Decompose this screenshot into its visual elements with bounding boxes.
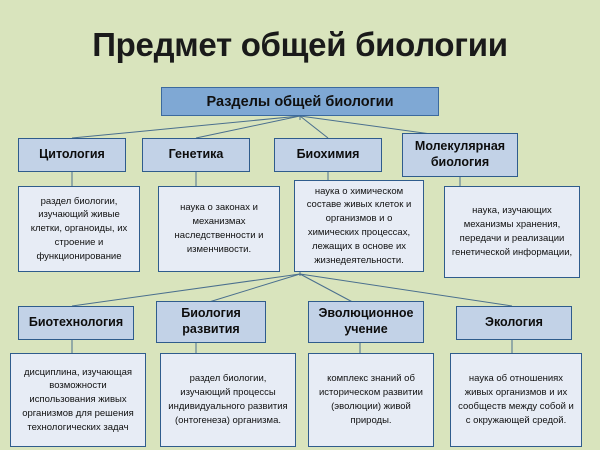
page-title: Предмет общей биологии	[92, 26, 508, 63]
category-description-molecular-biology: наука, изучающих механизмы хранения, пер…	[444, 186, 580, 278]
category-title-ecology[interactable]: Экология	[456, 306, 572, 340]
category-title-biochemistry[interactable]: Биохимия	[274, 138, 382, 172]
category-title-biotechnology[interactable]: Биотехнология	[18, 306, 134, 340]
root-node-sections-of-general-biology[interactable]: Разделы общей биологии	[161, 87, 439, 116]
connector-root-to-genetics	[195, 115, 301, 139]
category-description-ecology: наука об отношениях живых организмов и и…	[450, 353, 582, 447]
category-title-genetics[interactable]: Генетика	[142, 138, 250, 172]
category-description-cytology: раздел биологии, изучающий живые клетки,…	[18, 186, 140, 272]
category-title-molecular-biology[interactable]: Молекулярная биология	[402, 133, 518, 177]
category-description-biochemistry: наука о химическом составе живых клеток …	[294, 180, 424, 272]
category-title-developmental-biology[interactable]: Биология развития	[156, 301, 266, 343]
connector-root-to-biochemistry	[299, 115, 329, 139]
category-title-evolutionary-theory[interactable]: Эволюционное учение	[308, 301, 424, 343]
category-description-developmental-biology: раздел биологии, изучающий процессы инди…	[160, 353, 296, 447]
category-description-biotechnology: дисциплина, изучающая возможности исполь…	[10, 353, 146, 447]
category-description-genetics: наука о законах и механизмах наследствен…	[158, 186, 280, 272]
category-description-evolutionary-theory: комплекс знаний об историческом развитии…	[308, 353, 434, 447]
category-title-cytology[interactable]: Цитология	[18, 138, 126, 172]
connector-root-to-cytology	[71, 115, 301, 139]
